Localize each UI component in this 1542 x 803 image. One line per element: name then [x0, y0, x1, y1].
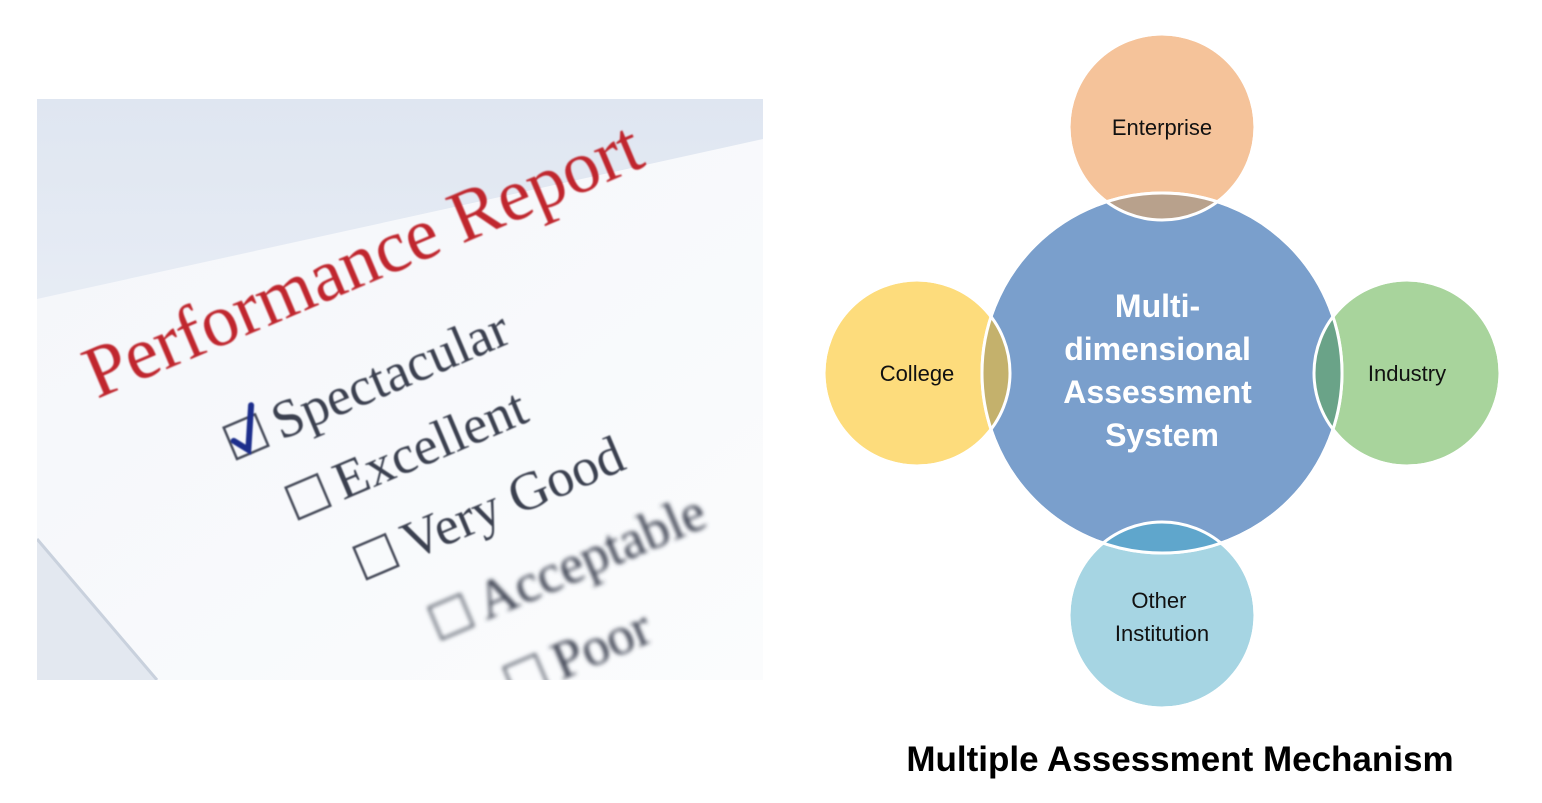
checkbox	[502, 652, 550, 680]
other-institution-label: Other Institution	[1115, 588, 1209, 646]
caption: Multiple Assessment Mechanism	[906, 740, 1454, 779]
industry-label: Industry	[1368, 361, 1446, 386]
performance-report-photo: Performance Report Spectacular Excellent	[37, 99, 763, 680]
enterprise-label: Enterprise	[1112, 115, 1212, 140]
assessment-diagram: Enterprise College Industry Other Instit…	[800, 30, 1542, 730]
checkbox	[427, 592, 475, 641]
checkbox-checked	[222, 412, 270, 461]
checkbox	[284, 472, 332, 521]
checkbox	[352, 532, 400, 581]
checkmark-icon	[230, 402, 255, 456]
center-label: Multi- dimensional Assessment System	[1063, 288, 1260, 453]
center-circle	[980, 191, 1344, 555]
college-label: College	[880, 361, 955, 386]
paper-sheet	[37, 139, 763, 680]
